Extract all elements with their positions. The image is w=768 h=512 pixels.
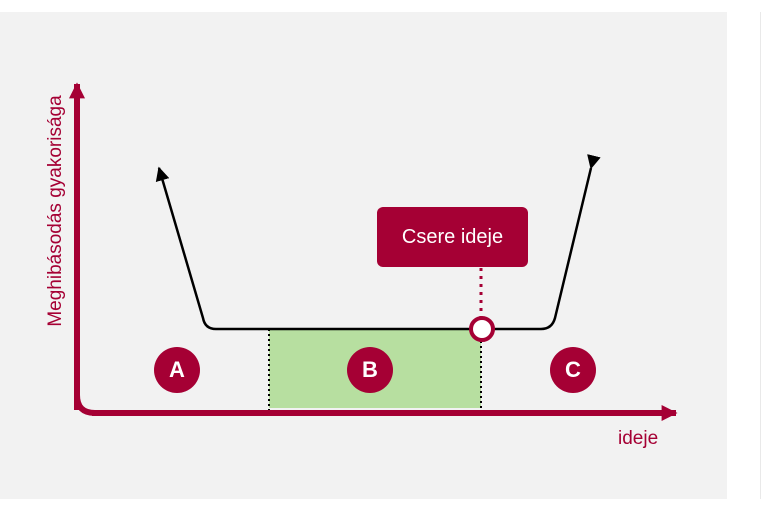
zone-a-badge: A: [154, 347, 200, 393]
zone-a-label: A: [169, 357, 185, 382]
panel-divider: [760, 12, 761, 499]
failure-rate-curve: [155, 154, 601, 331]
axis-corner: [74, 394, 96, 416]
zone-b-badge: B: [347, 347, 393, 393]
zone-c-label: C: [565, 357, 581, 382]
zone-c-badge: C: [550, 347, 596, 393]
replacement-point-marker: [469, 316, 495, 342]
replacement-time-callout: Csere ideje: [377, 207, 528, 267]
diagram-panel: [0, 12, 727, 499]
zone-b-label: B: [362, 357, 378, 382]
x-axis-label: ideje: [618, 428, 659, 449]
y-axis-label: Meghibásodás gyakorisága: [45, 95, 66, 327]
callout-label: Csere ideje: [401, 225, 504, 248]
